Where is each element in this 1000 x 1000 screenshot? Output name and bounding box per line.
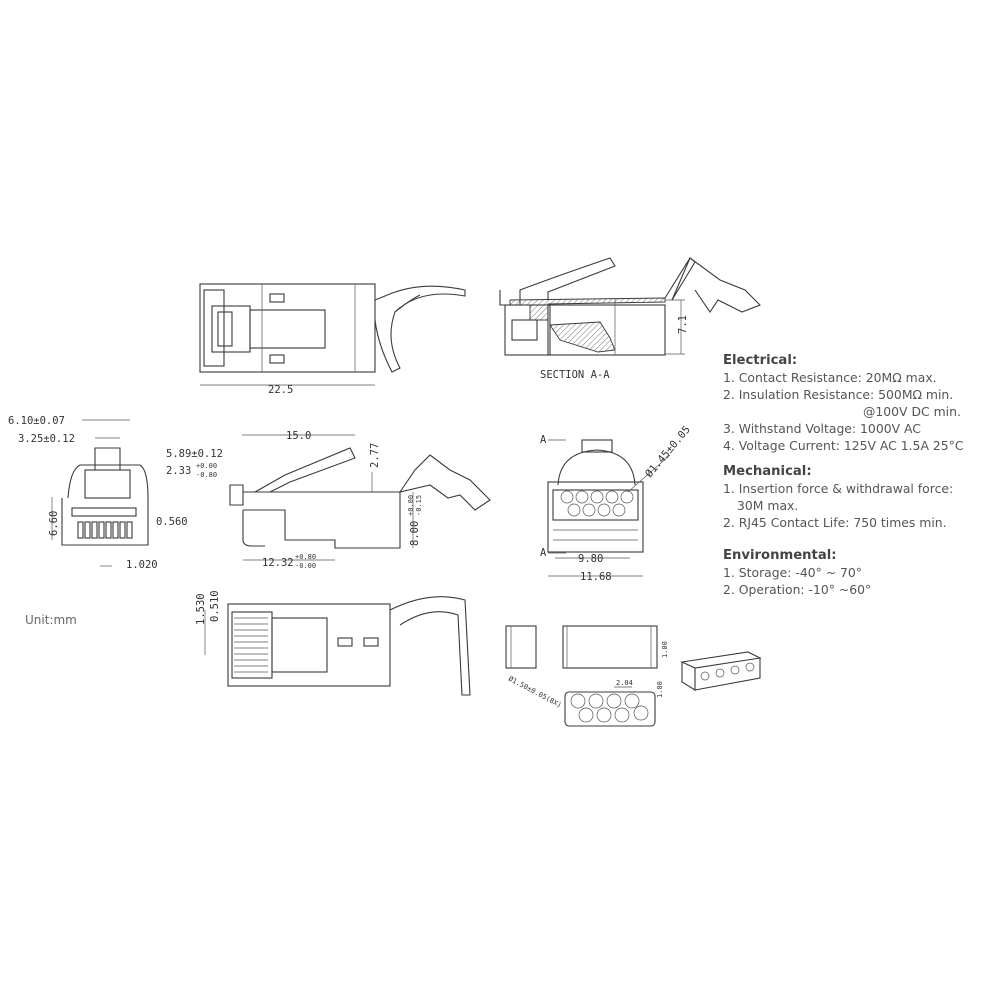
front-width-dim: 6.10±0.07 bbox=[8, 415, 65, 427]
top-view: 22.5 bbox=[199, 283, 466, 396]
inner-width-dim: 9.80 bbox=[578, 553, 603, 565]
side-view: 15.0 5.89±0.12 2.33 +0.00 -0.80 2.77 12.… bbox=[166, 430, 491, 570]
spec-item: 2. Operation: -10° ~60° bbox=[723, 582, 872, 597]
environmental-heading: Environmental: bbox=[723, 548, 837, 563]
load-bar-pitch-dim: 2.04 bbox=[616, 679, 633, 687]
bottom-view: 1.530 0.510 bbox=[195, 590, 471, 696]
contact-slots bbox=[234, 617, 268, 673]
contact-pins bbox=[77, 521, 133, 539]
load-bar-height-dim: 1.00 bbox=[661, 641, 669, 658]
latch-offset-dim: 2.33 bbox=[166, 465, 191, 477]
front-latch-width-dim: 3.25±0.12 bbox=[18, 433, 75, 445]
body-length-dim: 12.32 bbox=[262, 557, 294, 569]
latch-height-dim: 2.77 bbox=[369, 443, 381, 468]
section-label: SECTION A-A bbox=[540, 369, 610, 381]
spec-item: 1. Contact Resistance: 20MΩ max. bbox=[723, 370, 937, 385]
spec-item: 2. Insulation Resistance: 500MΩ min. bbox=[723, 387, 954, 402]
hole-diameter-dim: Ø1.45±0.05 bbox=[643, 424, 693, 480]
spec-item: @100V DC min. bbox=[863, 404, 961, 419]
section-height-dim: 7.1 bbox=[677, 315, 689, 334]
section-view: 7.1 SECTION A-A bbox=[499, 257, 761, 381]
side-height-tol-plus: +0.00 bbox=[407, 495, 415, 516]
front-height-dim: 6.60 bbox=[48, 511, 60, 536]
section-marker-bottom: A bbox=[540, 547, 547, 559]
side-height-tol-minus: -0.15 bbox=[415, 495, 423, 516]
front-view: 6.10±0.07 3.25±0.12 6.60 0.560 1.020 bbox=[8, 415, 188, 571]
side-height-dim: 8.00 bbox=[409, 521, 421, 546]
load-bar-offset-dim: 1.00 bbox=[656, 681, 664, 698]
spec-item: 1. Insertion force & withdrawal force: bbox=[723, 481, 954, 496]
outer-width-dim: 11.68 bbox=[580, 571, 612, 583]
bottom-dim-a: 1.530 bbox=[195, 593, 207, 625]
spec-item: 2. RJ45 Contact Life: 750 times min. bbox=[723, 515, 947, 530]
spec-item: 30M max. bbox=[737, 498, 799, 513]
contact-width-dim: 0.560 bbox=[156, 516, 188, 528]
contact-pitch-dim: 1.020 bbox=[126, 559, 158, 571]
body-length-tol-minus: -0.00 bbox=[295, 562, 316, 570]
latch-offset-tol-minus: -0.80 bbox=[196, 471, 217, 479]
load-bar-3d bbox=[680, 651, 762, 691]
load-bar-holes bbox=[570, 693, 649, 723]
mechanical-heading: Mechanical: bbox=[723, 464, 812, 479]
load-bar-hole-dim: Ø1.50±0.05(8X) bbox=[507, 675, 563, 710]
environmental-specs: Environmental: 1. Storage: -40° ~ 70° 2.… bbox=[723, 547, 963, 598]
unit-label: Unit:mm bbox=[25, 613, 77, 627]
rear-view: A A Ø1.45±0.05 9.80 11.68 bbox=[540, 424, 693, 583]
specifications: Electrical: 1. Contact Resistance: 20MΩ … bbox=[723, 352, 963, 607]
top-length-dim: 22.5 bbox=[268, 384, 293, 396]
load-bar-views: 1.00 2.04 1.00 Ø1.50±0.05(8X) bbox=[505, 625, 762, 727]
electrical-heading: Electrical: bbox=[723, 353, 798, 368]
spec-item: 3. Withstand Voltage: 1000V AC bbox=[723, 421, 921, 436]
spec-item: 4. Voltage Current: 125V AC 1.5A 25°C bbox=[723, 438, 964, 453]
latch-pos-dim: 5.89±0.12 bbox=[166, 448, 223, 460]
spec-item: 1. Storage: -40° ~ 70° bbox=[723, 565, 863, 580]
section-marker-top: A bbox=[540, 434, 547, 446]
bottom-dim-b: 0.510 bbox=[209, 590, 221, 622]
wire-holes bbox=[560, 490, 634, 517]
mechanical-specs: Mechanical: 1. Insertion force & withdra… bbox=[723, 463, 963, 531]
electrical-specs: Electrical: 1. Contact Resistance: 20MΩ … bbox=[723, 352, 963, 454]
latch-offset-tol-plus: +0.00 bbox=[196, 462, 217, 470]
body-length-tol-plus: +0.80 bbox=[295, 553, 316, 561]
side-length-dim: 15.0 bbox=[286, 430, 311, 442]
